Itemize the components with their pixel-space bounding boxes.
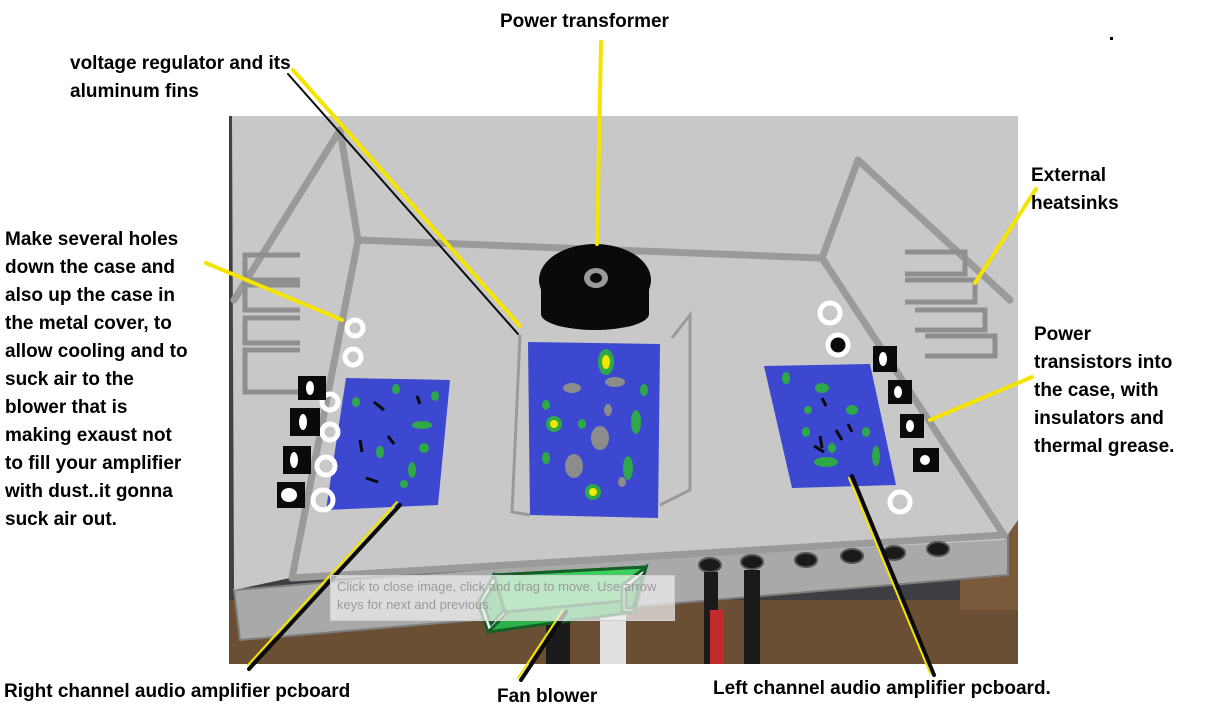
regulator-pcboard: [528, 342, 660, 518]
pointer-voltage-regulator: [291, 68, 522, 328]
left-heatsink: [242, 252, 300, 395]
pointer-voltage-regulator-shadow: [287, 73, 519, 335]
power-transistors-right: [873, 346, 939, 472]
case-edges: [230, 126, 1014, 582]
pointer-right-pcboard: [247, 503, 402, 671]
label-external-heatsinks: External heatsinks: [1031, 165, 1119, 214]
image-viewer-caption[interactable]: Click to close image, click and drag to …: [330, 575, 675, 621]
pointer-right-pcboard-yellow: [247, 501, 398, 666]
label-left-channel-pcboard: Left channel audio amplifier pcboard.: [713, 678, 1051, 699]
label-power-transformer: Power transformer: [500, 11, 669, 32]
pointer-external-heatsinks: [973, 187, 1038, 285]
pointer-power-transformer: [595, 40, 603, 246]
pointer-power-transistors: [928, 375, 1034, 422]
label-power-transistors: Power transistors into the case, with in…: [1034, 324, 1175, 457]
pointer-lines: [204, 40, 1038, 682]
label-right-channel-pcboard: Right channel audio amplifier pcboard: [4, 681, 351, 702]
pointer-fan-blower: [519, 610, 568, 682]
power-transistors-left: [277, 376, 326, 508]
right-channel-pcboard: [326, 378, 450, 510]
pointer-holes: [204, 261, 344, 322]
power-transformer: [539, 244, 651, 330]
left-channel-pcboard: [764, 364, 896, 488]
label-ventilation-holes: Make several holes down the case and als…: [5, 229, 188, 530]
pointer-left-pcboard: [850, 474, 936, 677]
ventilation-holes-left: [310, 317, 366, 513]
label-voltage-regulator: voltage regulator and its aluminum fins: [70, 53, 291, 102]
pointer-left-pcboard-yellow: [848, 477, 931, 674]
stray-dot: [1110, 37, 1113, 40]
front-panel-jacks: [698, 541, 950, 573]
label-fan-blower: Fan blower: [497, 686, 598, 707]
ventilation-holes-right: [817, 300, 913, 515]
regulator-fins: [510, 310, 692, 517]
pointer-fan-blower-yellow: [517, 609, 564, 679]
right-heatsink: [905, 249, 998, 359]
